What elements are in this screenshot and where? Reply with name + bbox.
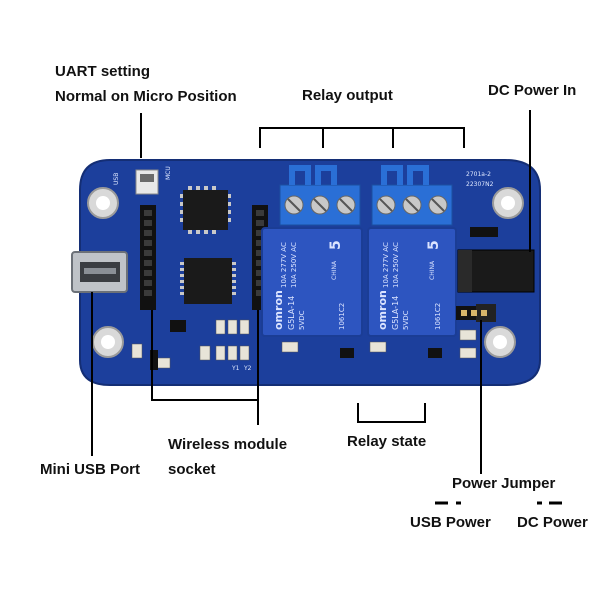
terminal-block-2 (371, 165, 453, 226)
relay-1-label: CHINA (331, 260, 338, 280)
silk-y1: Y1 (231, 365, 240, 372)
svg-text:USB: USB (113, 173, 120, 185)
wireless-socket-left (140, 205, 156, 310)
power-jumper-header (456, 304, 496, 322)
relay-1-spec2: 10A 250V AC (290, 242, 298, 288)
relay-1-spec1: 10A 277V AC (280, 242, 288, 288)
relay-2-date: 1061C2 (434, 303, 442, 330)
uart-normal-position-label: Normal on Micro Position (55, 88, 237, 105)
relay-1-model: G5LA-14 (287, 296, 296, 330)
relay-2-rating: 5VDC (402, 310, 410, 330)
relay-2-spec2: 10A 250V AC (392, 242, 400, 288)
silk-code-2: 22307N2 (466, 181, 494, 188)
relay-state-label: Relay state (347, 433, 427, 450)
dc-power-jack (457, 249, 535, 293)
relay-1: omron G5LA-14 5VDC 10A 277V AC 10A 250V … (261, 227, 363, 337)
relay-2-model: G5LA-14 (391, 296, 400, 330)
smd-header-top (470, 227, 498, 237)
relay-1-value: 5 (328, 240, 344, 250)
annotation-lines (91, 110, 531, 474)
mini-usb-port-label: Mini USB Port (40, 461, 140, 478)
uart-setting-label: UART setting (55, 63, 150, 80)
dc-power-in-label: DC Power In (488, 82, 577, 99)
relay-1-rating: 5VDC (298, 310, 306, 330)
relay-2-value: 5 (426, 240, 442, 250)
relay-2-label: CHINA (429, 260, 436, 280)
silk-y2: Y2 (243, 365, 252, 372)
usb-serial-chip (180, 258, 236, 304)
relay-1-date: 1061C2 (338, 303, 346, 330)
silk-code-1: 2701a-2 (466, 171, 491, 178)
status-leds (150, 320, 442, 370)
power-jumper-label: Power Jumper (452, 475, 556, 492)
wireless-module-label: Wireless module (168, 436, 288, 453)
relay-2-brand: omron (376, 290, 389, 330)
wireless-socket-label: socket (168, 461, 216, 478)
terminal-block-1 (279, 165, 361, 226)
uart-switch: USB MCU (113, 166, 172, 195)
relay-2-spec1: 10A 277V AC (382, 242, 390, 288)
microcontroller-chip (180, 186, 231, 234)
smd-components (131, 319, 477, 369)
svg-text:MCU: MCU (165, 166, 172, 180)
relay-1-brand: omron (272, 290, 285, 330)
dc-power-label: DC Power (517, 514, 588, 531)
mini-usb-connector (71, 251, 128, 293)
relay-2: omron G5LA-14 5VDC 10A 277V AC 10A 250V … (367, 227, 457, 337)
relay-output-label: Relay output (302, 87, 393, 104)
usb-power-label: USB Power (410, 514, 491, 531)
